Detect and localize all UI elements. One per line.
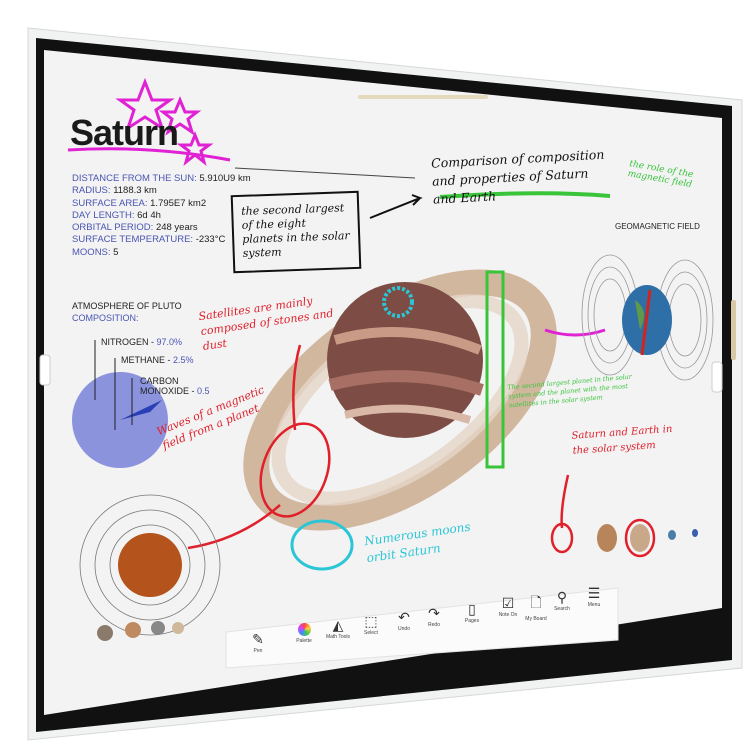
fact-label: DAY LENGTH: — [72, 209, 135, 221]
toolbar-palette-button[interactable]: Palette — [286, 623, 322, 644]
toolbar-menu-button[interactable]: ☰Menu — [576, 585, 612, 608]
toolbar-my-board-button[interactable]: 🗋 My Board — [518, 592, 554, 622]
tool-label: Math Tools — [325, 634, 351, 640]
toolbar-math-tools-button[interactable]: ◭Math Tools — [320, 617, 356, 640]
menu-icon: ☰ — [587, 585, 601, 601]
saturn-facts: DISTANCE FROM THE SUN: 5.910U9 km RADIUS… — [72, 173, 251, 259]
fact-value: -233°C — [195, 234, 226, 246]
atmosphere-heading: ATMOSPHERE OF PLUTO COMPOSITION: — [72, 300, 182, 324]
fact-value: 5 — [113, 246, 119, 258]
fact-row: SURFACE AREA: 1.795E7 km2 — [72, 198, 251, 210]
atmosphere-title: ATMOSPHERE OF PLUTO — [72, 301, 182, 311]
toolbar-note-on-button[interactable]: ☑Note On — [490, 595, 526, 618]
gas-name: METHANE — [121, 355, 166, 365]
toolbar-select-button[interactable]: ⬚Select — [353, 613, 389, 636]
pages-icon: ▯ — [468, 601, 476, 617]
gas-name: NITROGEN — [101, 337, 149, 347]
fact-row: MOONS: 5 — [72, 247, 251, 259]
tool-label: Palette — [296, 638, 312, 644]
gas-name: CARBON MONOXIDE — [140, 376, 190, 396]
fact-row: ORBITAL PERIOD: 248 years — [72, 222, 251, 234]
fact-label: MOONS: — [72, 246, 111, 258]
fact-value: 6d 4h — [137, 209, 161, 221]
search-icon: ⚲ — [556, 589, 568, 605]
fact-row: RADIUS: 1188.3 km — [72, 185, 251, 197]
side-handle-left[interactable] — [39, 354, 51, 386]
pen-tray — [358, 95, 488, 99]
math-tools-icon: ◭ — [332, 617, 344, 633]
gas-percent: 2.5% — [173, 355, 194, 365]
geomagnetic-label: GEOMAGNETIC FIELD — [615, 222, 700, 231]
toolbar-background — [225, 587, 619, 669]
fact-label: DISTANCE FROM THE SUN: — [72, 173, 197, 184]
gas-carbon-monoxide: CARBON MONOXIDE - 0.5 — [140, 376, 210, 396]
toolbar-redo-button[interactable]: ↷Redo — [416, 605, 452, 628]
palette-icon — [297, 623, 311, 636]
gas-percent: 0.5 — [197, 386, 210, 396]
fact-label: ORBITAL PERIOD: — [72, 222, 154, 234]
fact-label: SURFACE AREA: — [72, 197, 148, 209]
note-icon: ☑ — [501, 595, 515, 611]
side-handle-right[interactable] — [711, 361, 723, 393]
sun-orbit-diagram — [79, 494, 221, 641]
star-doodles — [67, 77, 231, 166]
pen-icon: ✎ — [252, 631, 264, 647]
fact-value: 1.795E7 km2 — [150, 197, 207, 209]
fact-label: RADIUS: — [72, 185, 111, 197]
toolbar-search-button[interactable]: ⚲Search — [544, 589, 580, 612]
solar-system-planets — [597, 524, 698, 552]
toolbar: ✎Pen Palette ◭Math Tools ⬚Select ↶Undo ↷… — [226, 583, 618, 659]
atmosphere-subtitle: COMPOSITION: — [72, 313, 139, 323]
toolbar-undo-button[interactable]: ↶Undo — [386, 609, 422, 632]
saturn-image — [243, 269, 557, 531]
fact-value: 248 years — [155, 222, 198, 234]
fact-label: SURFACE TEMPERATURE: — [72, 234, 194, 246]
gas-percent: 97.0% — [156, 337, 183, 347]
page-title: Saturn — [70, 112, 179, 153]
tool-label: Note On — [498, 612, 518, 618]
note-box: the second largest of the eight planets … — [230, 190, 362, 274]
tool-label: Select — [364, 630, 378, 636]
tool-label: My Board — [525, 616, 547, 622]
fact-row: DAY LENGTH: 6d 4h — [72, 210, 251, 222]
fact-row: DISTANCE FROM THE SUN: 5.910U9 km — [72, 173, 251, 185]
fact-row: SURFACE TEMPERATURE: -233°C — [72, 234, 251, 246]
atmosphere-pie-chart — [72, 340, 168, 468]
toolbar-pen-button[interactable]: ✎Pen — [240, 631, 276, 654]
fact-value: 5.910U9 km — [199, 173, 251, 184]
gas-methane: METHANE - 2.5% — [121, 355, 194, 365]
fact-value: 1188.3 km — [113, 185, 157, 197]
tool-label: Pages — [464, 618, 480, 624]
board-icon: 🗋 — [530, 594, 542, 610]
gas-nitrogen: NITROGEN - 97.0% — [101, 337, 183, 347]
tool-label: Search — [554, 606, 570, 612]
redo-icon: ↷ — [428, 605, 440, 621]
geomagnetic-field-diagram — [581, 254, 714, 381]
undo-icon: ↶ — [398, 609, 410, 625]
tool-label: Menu — [587, 602, 601, 608]
tool-label: Redo — [428, 622, 440, 628]
red-annotations — [187, 344, 656, 558]
select-icon: ⬚ — [364, 613, 378, 629]
pen-holder — [731, 300, 736, 360]
toolbar-pages-button[interactable]: ▯Pages — [454, 601, 490, 624]
comparison-note: Comparison of composition and properties… — [430, 146, 605, 207]
tool-label: Pen — [253, 648, 263, 654]
tool-label: Undo — [398, 626, 410, 632]
